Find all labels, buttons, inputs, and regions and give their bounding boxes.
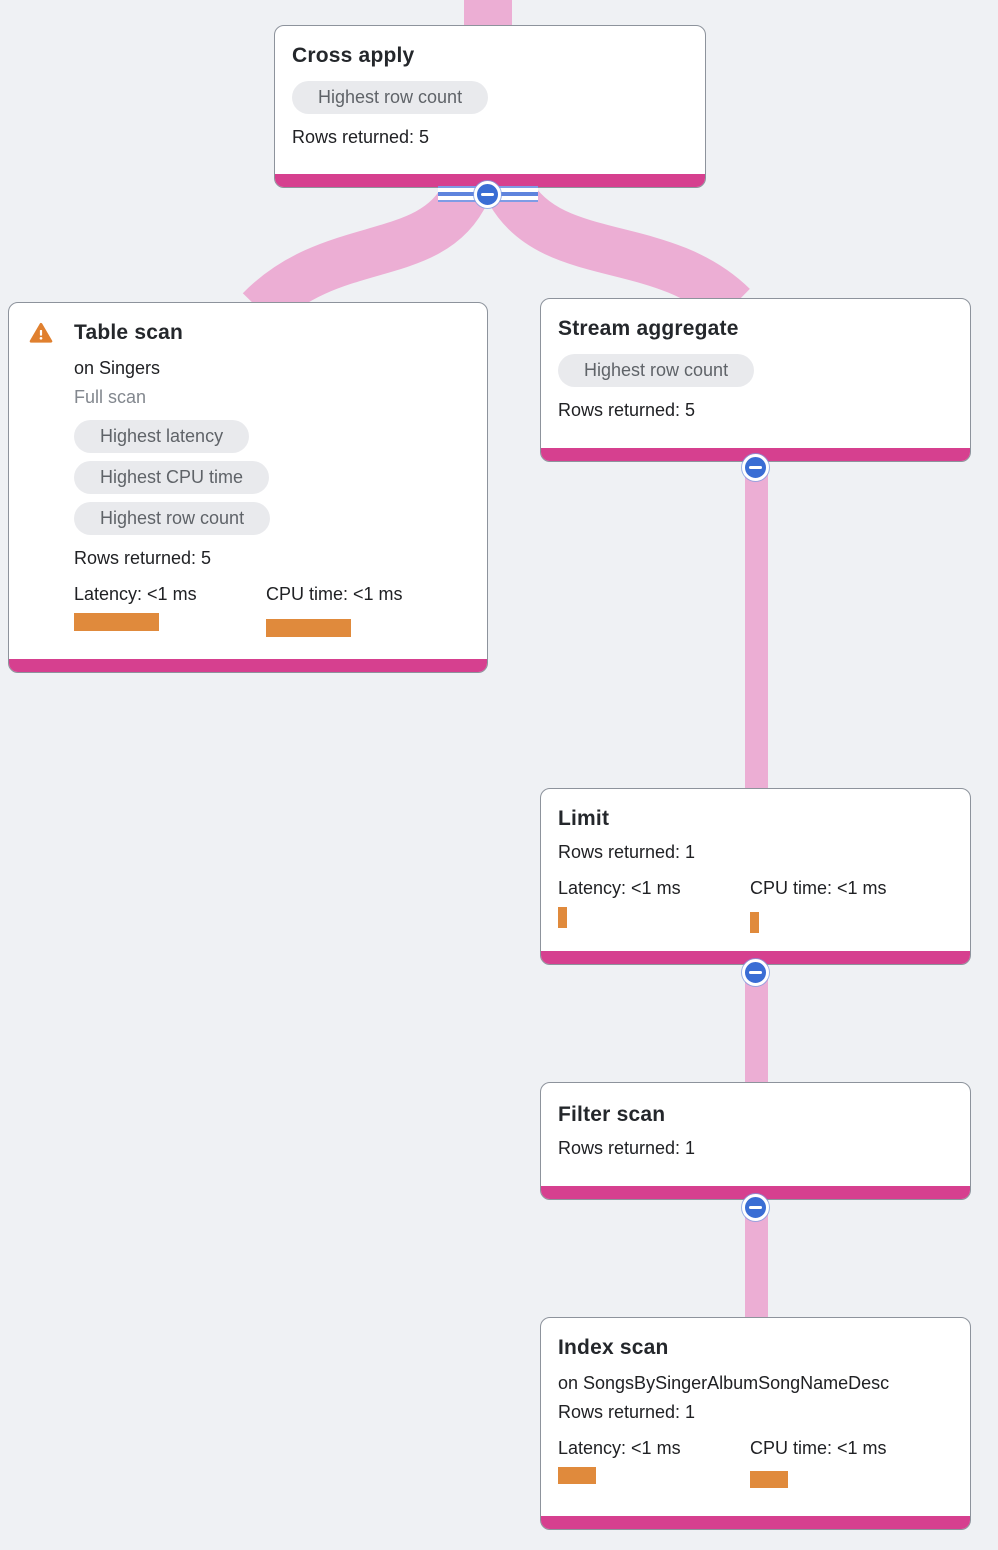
- cpu-bar: [750, 1471, 788, 1488]
- latency-label: Latency: <1 ms: [558, 878, 681, 898]
- cpu-bar: [266, 619, 351, 637]
- node-stream-aggregate[interactable]: Stream aggregate Highest row count Rows …: [540, 298, 971, 462]
- node-index-scan[interactable]: Index scan on SongsBySingerAlbumSongName…: [540, 1317, 971, 1530]
- rows-returned: Rows returned: 1: [558, 1138, 696, 1158]
- cpu-label: CPU time: <1 ms: [750, 878, 887, 898]
- latency-metric: Latency: <1 ms: [74, 580, 266, 637]
- badge-highest-row-count: Highest row count: [558, 354, 755, 387]
- node-filter-scan[interactable]: Filter scan Rows returned: 1: [540, 1082, 971, 1200]
- node-subtitle: on SongsBySingerAlbumSongNameDesc: [558, 1373, 890, 1393]
- node-note: Full scan: [74, 387, 147, 407]
- rows-returned: Rows returned: 1: [558, 842, 696, 862]
- rows-returned: Rows returned: 1: [558, 1402, 696, 1422]
- cpu-metric: CPU time: <1 ms: [750, 874, 942, 933]
- edge-cross-apply-to-table-scan: [242, 180, 488, 328]
- rows-returned: Rows returned: 5: [74, 548, 212, 568]
- node-title: Cross apply: [292, 44, 415, 67]
- edge-stream-aggregate-to-limit: [745, 455, 768, 795]
- rows-returned: Rows returned: 5: [558, 400, 696, 420]
- node-accent-bar: [275, 174, 705, 187]
- node-title: Filter scan: [558, 1103, 666, 1126]
- node-accent-bar: [9, 659, 487, 672]
- latency-label: Latency: <1 ms: [74, 584, 197, 604]
- latency-bar: [74, 613, 159, 631]
- edge-cross-apply-to-stream-aggregate: [489, 178, 750, 324]
- latency-label: Latency: <1 ms: [558, 1438, 681, 1458]
- cpu-bar: [750, 912, 759, 933]
- node-accent-bar: [541, 1186, 970, 1199]
- node-title: Index scan: [558, 1336, 669, 1359]
- node-accent-bar: [541, 1516, 970, 1529]
- warning-triangle-icon: [29, 322, 53, 344]
- latency-bar: [558, 1467, 596, 1484]
- badge-highest-row-count: Highest row count: [292, 81, 489, 114]
- badge-highest-latency: Highest latency: [74, 420, 250, 453]
- latency-bar: [558, 907, 567, 928]
- node-limit[interactable]: Limit Rows returned: 1 Latency: <1 ms CP…: [540, 788, 971, 965]
- collapse-button-cross-apply[interactable]: [474, 181, 501, 208]
- collapse-button-filter-scan[interactable]: [742, 1194, 769, 1221]
- node-cross-apply[interactable]: Cross apply Highest row count Rows retur…: [274, 25, 706, 188]
- node-title: Table scan: [74, 321, 183, 344]
- cpu-metric: CPU time: <1 ms: [266, 580, 458, 637]
- node-title: Limit: [558, 807, 610, 830]
- latency-metric: Latency: <1 ms: [558, 1434, 750, 1488]
- node-subtitle: on Singers: [74, 358, 161, 378]
- node-title: Stream aggregate: [558, 317, 739, 340]
- badge-highest-cpu-time: Highest CPU time: [74, 461, 270, 494]
- node-accent-bar: [541, 951, 970, 964]
- cpu-label: CPU time: <1 ms: [266, 584, 403, 604]
- cpu-label: CPU time: <1 ms: [750, 1438, 887, 1458]
- edge-limit-to-filter-scan: [745, 958, 768, 1090]
- rows-returned: Rows returned: 5: [292, 127, 430, 147]
- node-table-scan[interactable]: Table scan on Singers Full scan Highest …: [8, 302, 488, 673]
- cpu-metric: CPU time: <1 ms: [750, 1434, 942, 1488]
- collapse-button-stream-aggregate[interactable]: [742, 454, 769, 481]
- latency-metric: Latency: <1 ms: [558, 874, 750, 933]
- badge-highest-row-count: Highest row count: [74, 502, 271, 535]
- edge-filter-scan-to-index-scan: [745, 1193, 768, 1325]
- collapse-button-limit[interactable]: [742, 959, 769, 986]
